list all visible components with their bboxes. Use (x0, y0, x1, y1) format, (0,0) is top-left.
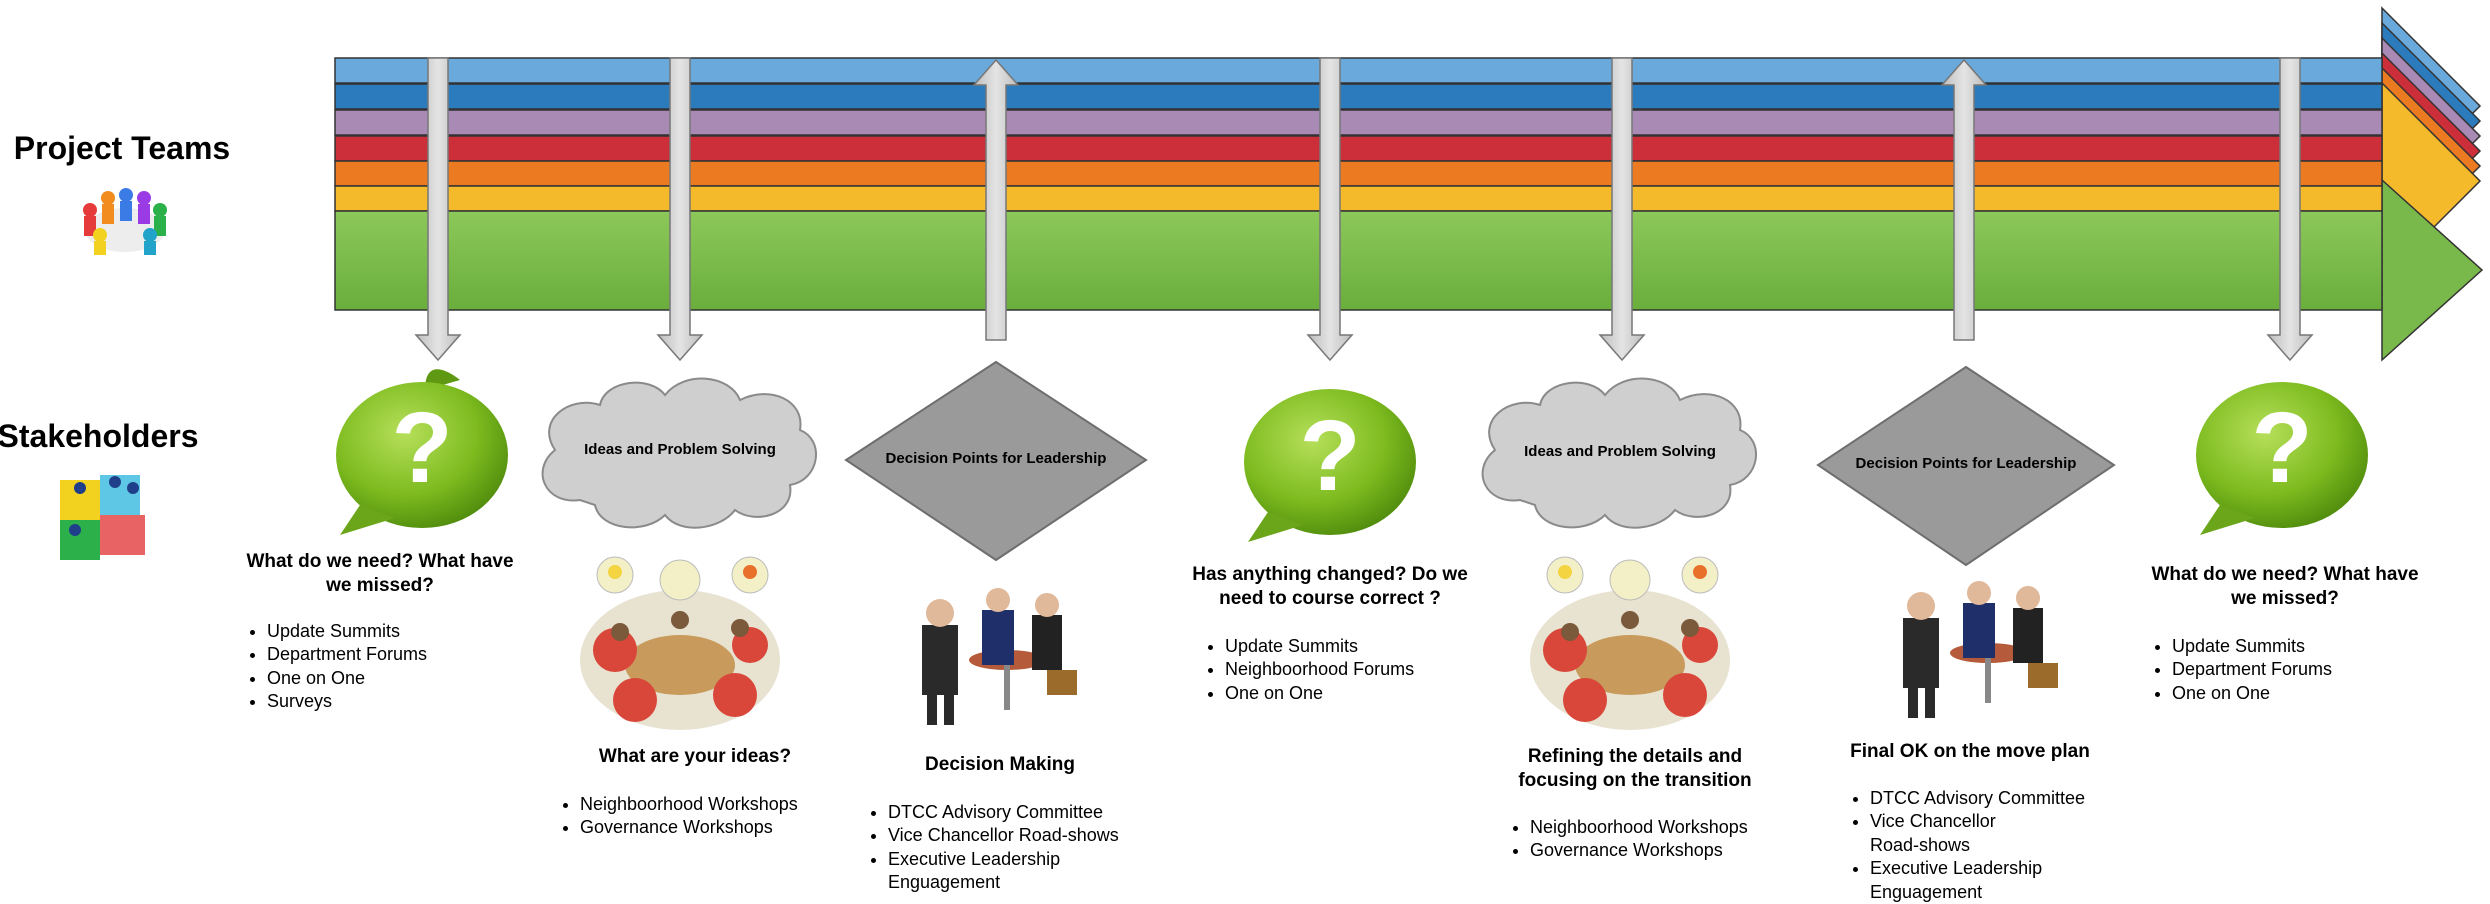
list-item: Update Summits (2172, 635, 2332, 658)
list-item: Surveys (267, 690, 427, 713)
list-item: Department Forums (267, 643, 427, 666)
meeting-illustration-icon (1530, 556, 1730, 730)
stage-title-7: What do we need? What have we missed? (2151, 564, 2419, 609)
stakeholders-label: Stakeholders (0, 418, 199, 454)
band-5 (334, 160, 2383, 187)
list-item: DTCC Advisory Committee (1870, 787, 2120, 810)
stage-list-2: Neighboorhood Workshops Governance Works… (558, 793, 798, 840)
arrow-up-icon (972, 58, 1020, 341)
arrow-down-icon (2266, 57, 2314, 362)
stage-title-6: Final OK on the move plan (1850, 741, 2090, 762)
list-item: Neighboorhood Workshops (1530, 816, 1748, 839)
cloud-shape-2 (1481, 377, 1757, 529)
diamond-label-2: Decision Points for Leadership (1855, 455, 2077, 472)
list-item: Governance Workshops (580, 816, 798, 839)
list-item: Update Summits (267, 620, 427, 643)
band-3 (334, 109, 2383, 136)
vertical-arrows (414, 57, 2314, 362)
svg-text:?: ? (2251, 392, 2312, 504)
svg-text:?: ? (391, 392, 452, 504)
band-7 (334, 210, 2383, 311)
arrow-down-icon (656, 57, 704, 362)
stage-list-6: DTCC Advisory Committee Vice Chancellor … (1848, 787, 2120, 904)
arrow-down-icon (1598, 57, 1646, 362)
stage-title-3: Decision Making (925, 754, 1075, 775)
arrow-up-icon (1940, 58, 1988, 341)
stage-title-1: What do we need? What have we missed? (246, 551, 514, 596)
arrow-down-icon (1306, 57, 1354, 362)
list-item: Vice Chancellor Road-shows (888, 824, 1188, 847)
cloud-label-2: Ideas and Problem Solving (1524, 443, 1716, 460)
leaders-illustration-icon (922, 588, 1077, 725)
question-bubble-icon: ? (2196, 382, 2368, 535)
stage-list-7: Update Summits Department Forums One on … (2150, 635, 2332, 705)
band-arrowheads (2381, 6, 2484, 362)
list-item: One on One (267, 667, 427, 690)
list-item: Executive Leadership Enguagement (888, 848, 1088, 895)
stage-list-3: DTCC Advisory Committee Vice Chancellor … (866, 801, 1188, 895)
list-item: Governance Workshops (1530, 839, 1748, 862)
list-item: Vice Chancellor Road-shows (1870, 810, 2030, 857)
band-6 (334, 185, 2383, 212)
stage-title-5: Refining the details and focusing on the… (1518, 746, 1752, 791)
arrow-down-icon (414, 57, 462, 362)
project-teams-label: Project Teams (13, 130, 231, 166)
band-bodies (334, 57, 2383, 311)
stage-title-2: What are your ideas? (598, 746, 792, 767)
list-item: Neighboorhood Workshops (580, 793, 798, 816)
list-item: Update Summits (1225, 635, 1414, 658)
list-item: Neighboorhood Forums (1225, 658, 1414, 681)
cloud-shape-1 (541, 377, 817, 529)
band-2 (334, 83, 2383, 110)
stage-title-4: Has anything changed? Do we need to cour… (1192, 564, 1468, 609)
svg-text:?: ? (1299, 400, 1360, 512)
stage-list-1: Update Summits Department Forums One on … (245, 620, 427, 714)
list-item: Department Forums (2172, 658, 2332, 681)
band-4 (334, 135, 2383, 162)
diamond-shape-2 (1816, 365, 2116, 567)
list-item: One on One (1225, 682, 1414, 705)
puzzle-people-icon (60, 475, 145, 560)
stage-list-5: Neighboorhood Workshops Governance Works… (1508, 816, 1748, 863)
meeting-illustration-icon (580, 556, 780, 730)
question-bubble-icon: ? (336, 369, 508, 535)
cloud-label-1: Ideas and Problem Solving (584, 441, 776, 458)
list-item: Executive Leadership Enguagement (1870, 857, 2070, 904)
list-item: DTCC Advisory Committee (888, 801, 1188, 824)
people-circle-icon (83, 188, 167, 255)
diamond-shape-1 (844, 360, 1148, 562)
question-bubble-icon: ? (1244, 389, 1416, 542)
stage-list-4: Update Summits Neighboorhood Forums One … (1203, 635, 1414, 705)
diamond-label-1: Decision Points for Leadership (885, 450, 1107, 467)
list-item: One on One (2172, 682, 2332, 705)
band-1 (334, 57, 2383, 84)
leaders-illustration-icon (1903, 581, 2058, 718)
